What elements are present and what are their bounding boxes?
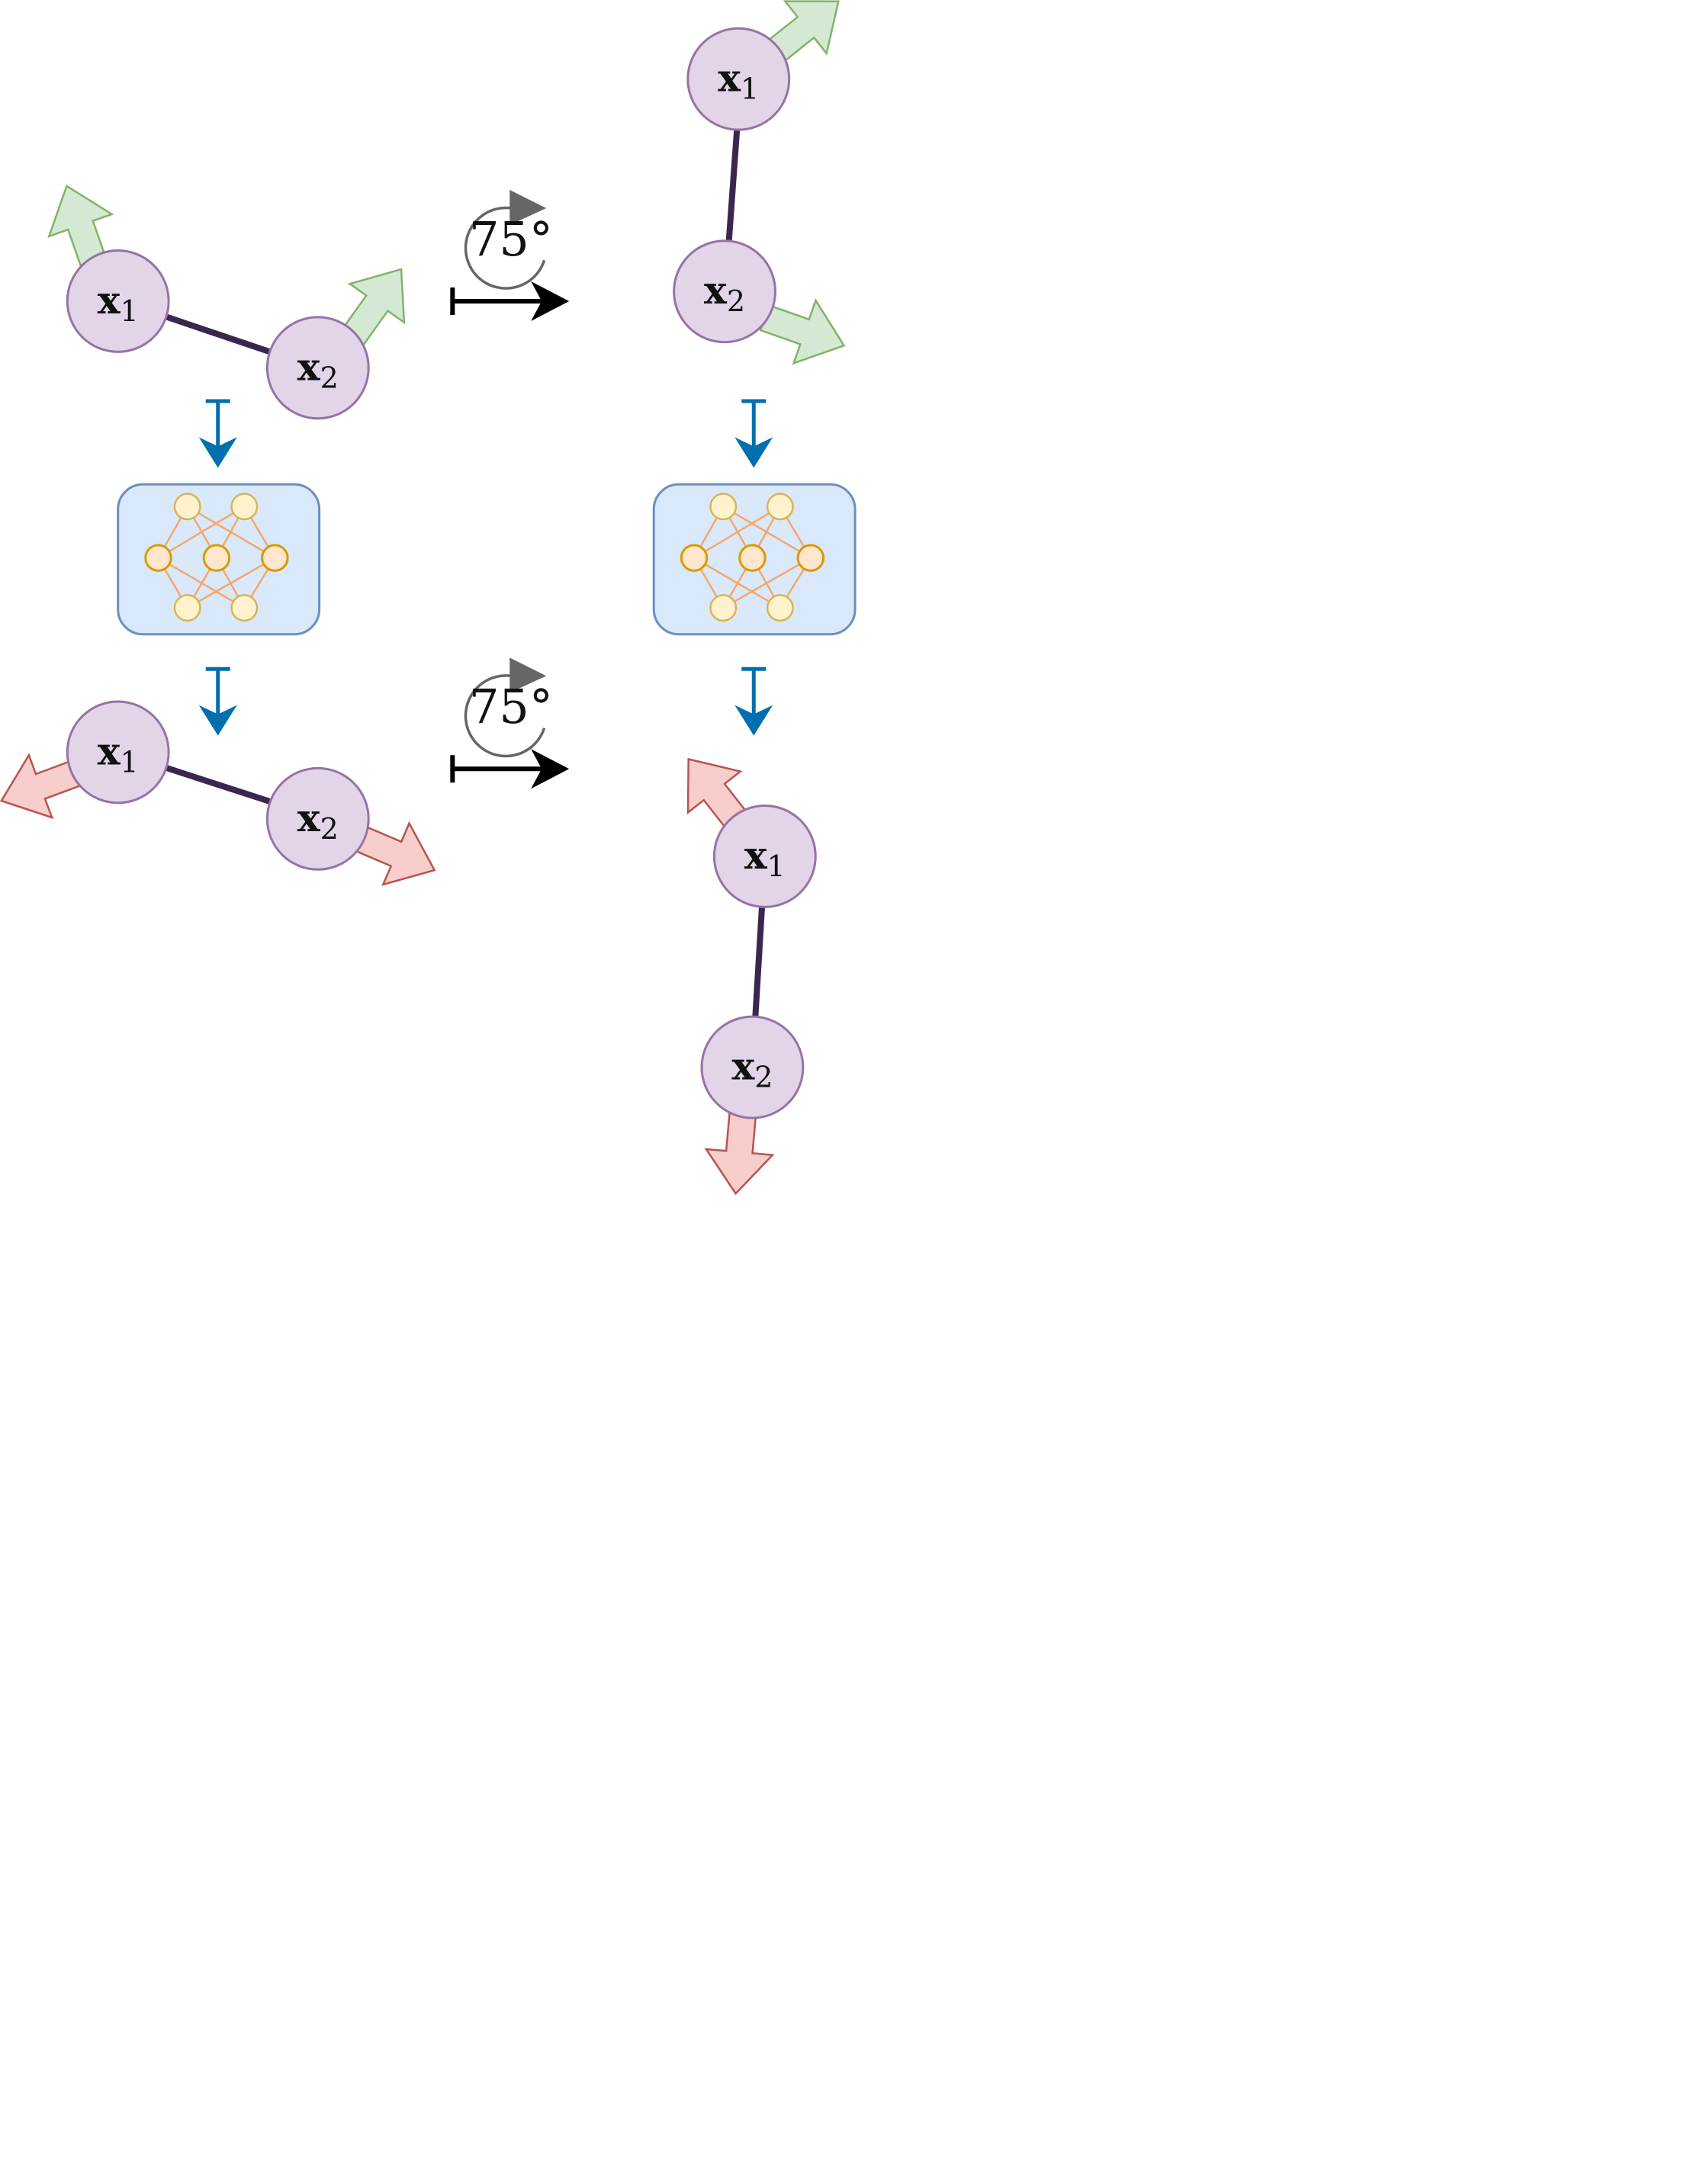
network-neuron	[173, 594, 201, 622]
network-hidden-neuron	[202, 544, 231, 572]
node-x1-bottom-right-label: x1	[744, 833, 786, 883]
node-x2-bottom-right: x2	[700, 1015, 805, 1119]
node-x1-top-left: x1	[66, 249, 170, 353]
network-neuron	[173, 493, 201, 521]
node-x1-bottom-left-circle	[66, 700, 170, 805]
node-x1-top-right-circle	[686, 27, 791, 131]
rotate-clockwise-icon	[464, 674, 546, 758]
rotation-angle-label: 75°	[469, 211, 553, 267]
node-x2-bottom-right-label: x2	[731, 1044, 773, 1094]
network-hidden-neuron	[796, 544, 825, 572]
bond-top-right	[725, 127, 741, 243]
network-hidden-neuron	[144, 544, 172, 572]
node-x1-top-right-label: x1	[718, 56, 759, 106]
network-hidden-neuron	[738, 544, 767, 572]
node-x2-top-right-circle	[673, 239, 776, 344]
rotation-angle-label: 75°	[469, 679, 553, 734]
rotation-arrowhead-icon	[509, 190, 547, 226]
network-neuron	[230, 594, 259, 622]
map-arrow-right-in	[734, 399, 773, 468]
bond-bottom-right	[752, 904, 766, 1020]
node-x2-top-right-symbol: x	[704, 268, 728, 313]
bond-top-left	[164, 313, 273, 356]
output-force-x2-arrow	[352, 821, 436, 886]
network-neuron	[709, 594, 738, 622]
node-x1-bottom-left-label: x1	[98, 728, 139, 779]
rotation-icon-top: 75°	[464, 190, 553, 290]
rotate-clockwise-icon	[464, 206, 546, 290]
node-x2-top-left-subscript: 2	[320, 361, 339, 394]
node-x1-bottom-left-subscript: 1	[121, 745, 139, 779]
network-neuron	[766, 493, 794, 521]
network-edge	[187, 557, 275, 609]
node-x1-top-right-subscript: 1	[741, 72, 759, 106]
input-force-x1-arrow	[47, 185, 114, 267]
node-x2-bottom-left-subscript: 2	[320, 812, 339, 846]
node-x2-top-right-label: x2	[704, 268, 745, 318]
rotation-arrowhead-icon	[509, 657, 547, 693]
network-neuron	[709, 493, 738, 521]
node-x2-bottom-left-circle	[265, 766, 370, 871]
node-x2-bottom-left-label: x2	[297, 795, 339, 846]
node-x1-bottom-right-subscript: 1	[767, 850, 786, 883]
node-x1-bottom-right-symbol: x	[744, 833, 768, 878]
node-x1-top-right-symbol: x	[718, 56, 741, 101]
map-arrow-left-out	[198, 666, 237, 736]
node-x1-bottom-left-symbol: x	[98, 728, 121, 773]
transform-arrow-bottom	[450, 749, 570, 789]
network-neuron	[230, 493, 259, 521]
network-neuron	[766, 594, 794, 622]
map-arrow-right-out-head	[734, 705, 773, 736]
rotation-icon-bottom: 75°	[464, 657, 553, 758]
node-x2-bottom-left: x2	[265, 766, 370, 871]
map-arrow-left-in-head	[198, 437, 237, 468]
map-arrow-left-in	[198, 399, 237, 468]
node-x1-top-left-subscript: 1	[121, 294, 139, 328]
node-x2-bottom-right-subscript: 2	[754, 1061, 773, 1094]
node-x2-top-left-symbol: x	[297, 344, 321, 389]
map-arrow-right-in-head	[734, 437, 773, 468]
neural-network-right	[652, 483, 857, 636]
rotated-force-x2-arrow	[759, 298, 846, 365]
node-x2-top-left-circle	[265, 316, 370, 420]
network-edge	[157, 506, 245, 559]
node-x2-top-right: x2	[673, 239, 776, 344]
node-x1-top-left-label: x1	[98, 278, 139, 328]
node-x1-top-left-symbol: x	[98, 278, 121, 323]
node-x1-bottom-right: x1	[712, 805, 817, 908]
network-hidden-neuron	[680, 544, 709, 572]
transform-arrow-top	[450, 281, 570, 321]
rotated-force-x1-arrow	[767, 0, 840, 62]
transform-arrow-bottom-head	[531, 749, 570, 789]
node-x2-bottom-right-circle	[700, 1015, 805, 1119]
node-x2-bottom-left-symbol: x	[297, 795, 321, 840]
node-x2-top-left: x2	[265, 316, 370, 420]
node-x1-top-left-circle	[66, 249, 170, 353]
node-x1-bottom-right-circle	[712, 805, 817, 908]
network-hidden-neuron	[261, 544, 289, 572]
node-x1-bottom-left: x1	[66, 700, 170, 805]
node-x2-bottom-right-symbol: x	[731, 1044, 755, 1089]
map-arrow-left-out-head	[198, 705, 237, 736]
neural-network-left	[117, 483, 321, 636]
rotated-output-force-x2-arrow	[704, 1112, 775, 1196]
transform-arrow-top-head	[531, 281, 570, 321]
network-edge	[693, 506, 781, 559]
node-x2-top-left-label: x2	[297, 344, 339, 394]
node-x1-top-right: x1	[686, 27, 791, 131]
node-x2-top-right-subscript: 2	[727, 284, 745, 318]
bond-bottom-left	[164, 764, 273, 805]
map-arrow-right-out	[734, 666, 773, 736]
network-edge	[722, 557, 812, 609]
output-force-x1-arrow	[0, 753, 82, 820]
